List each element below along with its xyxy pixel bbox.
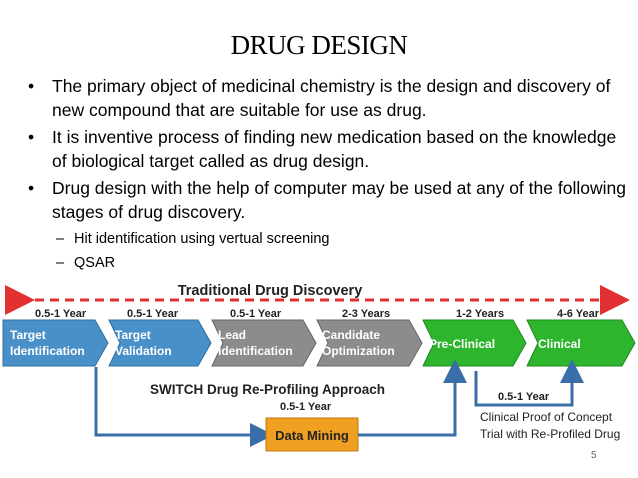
data-mining-duration: 0.5-1 Year bbox=[280, 401, 332, 413]
stage-label: Identification bbox=[218, 344, 293, 358]
stage-label: Candidate bbox=[322, 328, 380, 342]
sub-bullet-text: QSAR bbox=[74, 255, 116, 271]
bullet-dot-icon: • bbox=[28, 76, 35, 96]
stage-duration-label: 4-6 Year bbox=[557, 308, 600, 320]
clinical-proof-duration: 0.5-1 Year bbox=[498, 391, 550, 403]
dash-icon: – bbox=[56, 231, 65, 247]
data-mining-to-preclinical-arrow bbox=[358, 359, 467, 437]
traditional-discovery-label: Traditional Drug Discovery bbox=[178, 283, 363, 299]
stage-clinical bbox=[526, 319, 636, 367]
stage-candidate-optimization bbox=[316, 319, 423, 367]
bullet-item: • Drug design with the help of computer m… bbox=[28, 176, 628, 224]
bullet-dot-icon: • bbox=[28, 178, 35, 198]
stage-label: Lead bbox=[218, 328, 246, 342]
bullet-item: • It is inventive process of finding new … bbox=[28, 125, 628, 173]
stage-label: Pre-Clinical bbox=[429, 337, 495, 351]
stage-label: Validation bbox=[115, 344, 172, 358]
stage-label: Clinical bbox=[538, 337, 581, 351]
bullet-text: Drug design with the help of computer ma… bbox=[52, 178, 626, 222]
stage-target-identification bbox=[2, 319, 109, 367]
sub-bullet-text: Hit identification using vertual screeni… bbox=[74, 231, 330, 247]
stage-lead-identification bbox=[211, 319, 317, 367]
sub-bullet-item: –QSAR bbox=[28, 251, 628, 275]
bullet-text: The primary object of medicinal chemistr… bbox=[52, 76, 611, 120]
data-mining-label: Data Mining bbox=[275, 428, 349, 443]
page-number: 5 bbox=[591, 450, 597, 461]
stage-duration-label: 1-2 Years bbox=[456, 308, 504, 320]
stage-duration-label: 0.5-1 Year bbox=[230, 308, 282, 320]
data-mining-box bbox=[265, 417, 359, 452]
slide-title: DRUG DESIGN bbox=[230, 30, 408, 60]
stage-duration-label: 0.5-1 Year bbox=[127, 308, 179, 320]
bullet-dot-icon: • bbox=[28, 127, 35, 147]
stage-duration-label: 2-3 Years bbox=[342, 308, 390, 320]
stage-label: Target bbox=[10, 328, 46, 342]
switch-path-arrow bbox=[94, 367, 274, 447]
sub-bullet-item: –Hit identification using vertual screen… bbox=[28, 227, 628, 251]
bullet-item: • The primary object of medicinal chemist… bbox=[28, 74, 628, 122]
clinical-proof-arrow bbox=[474, 359, 584, 407]
clinical-proof-label: Clinical Proof of Concept bbox=[480, 410, 613, 424]
clinical-proof-label: Trial with Re-Profiled Drug bbox=[480, 427, 620, 441]
stage-target-validation bbox=[108, 319, 212, 367]
bullet-text: It is inventive process of finding new m… bbox=[52, 127, 617, 171]
stage-duration-label: 0.5-1 Year bbox=[35, 308, 87, 320]
stage-label: Target bbox=[115, 328, 151, 342]
switch-approach-label: SWITCH Drug Re-Profiling Approach bbox=[150, 382, 385, 397]
stage-label: Optimization bbox=[322, 344, 395, 358]
stage-pre-clinical bbox=[422, 319, 527, 367]
bullet-list: • The primary object of medicinal chemist… bbox=[28, 74, 628, 275]
dash-icon: – bbox=[56, 255, 65, 271]
stage-label: Identification bbox=[10, 344, 85, 358]
